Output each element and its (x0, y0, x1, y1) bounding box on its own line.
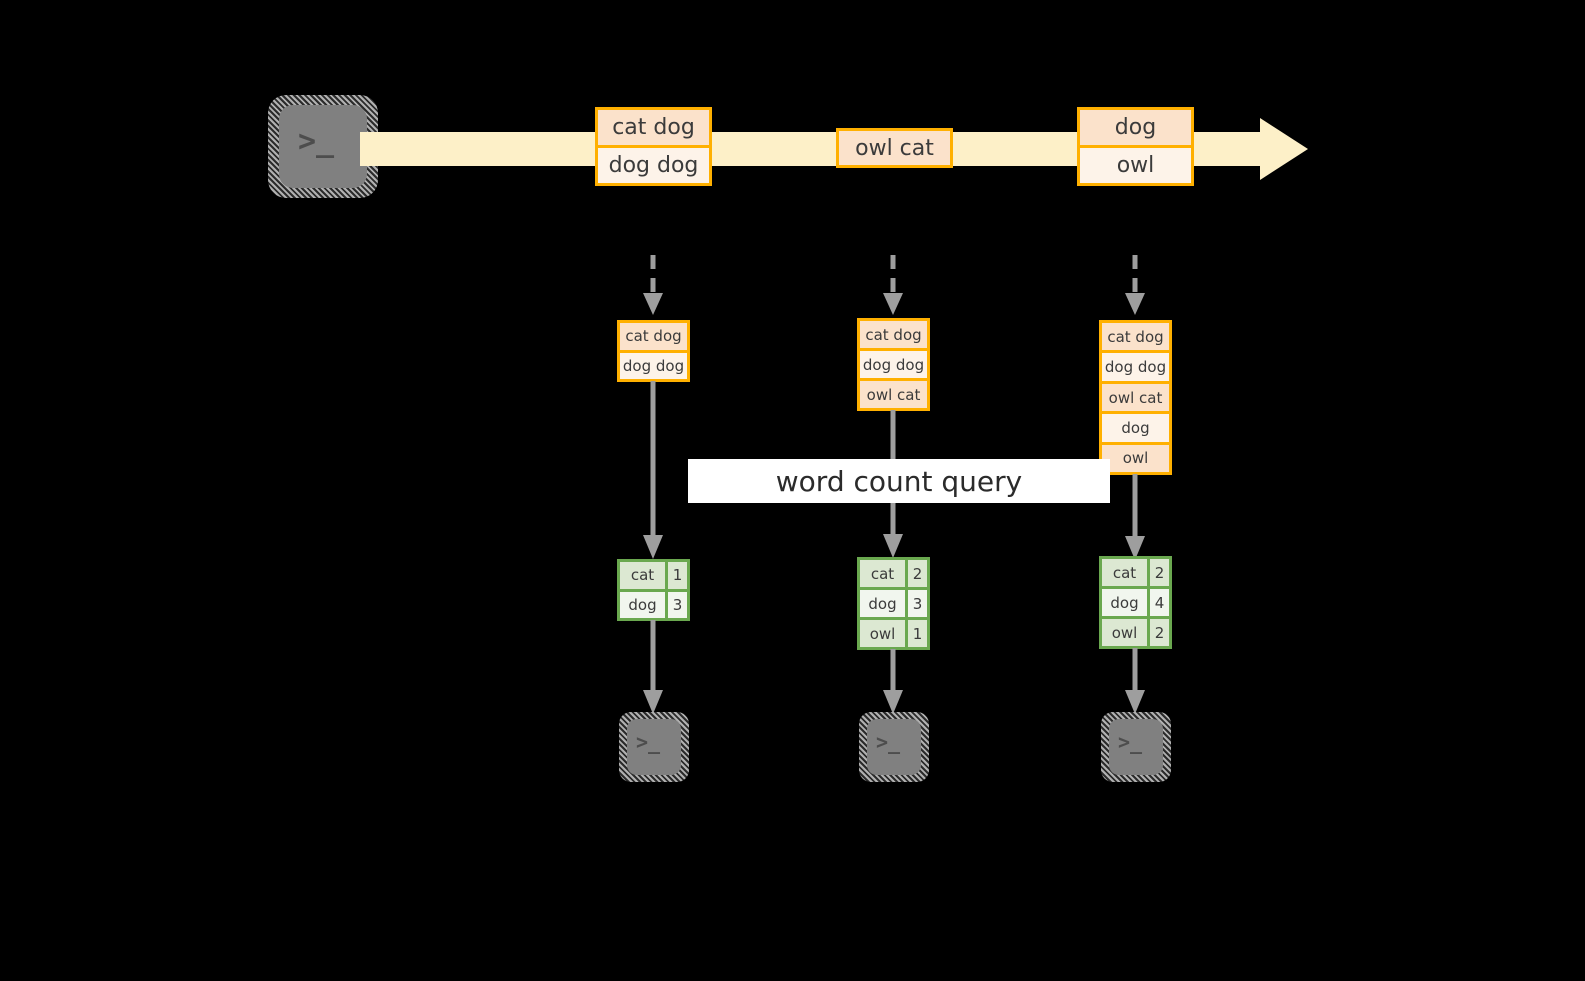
input-line: dog dog (620, 349, 687, 379)
snapshot-3-result-table[interactable]: cat 2 dog 4 owl 2 (1099, 556, 1172, 649)
snapshot-2-result-table[interactable]: cat 2 dog 3 owl 1 (857, 557, 930, 650)
result-count: 1 (905, 620, 927, 647)
snapshot-3-query-arrow (1125, 474, 1145, 560)
result-count: 1 (665, 562, 687, 589)
terminal-screen (1109, 719, 1163, 775)
input-line: dog dog (860, 348, 927, 378)
source-terminal-icon: >_ (268, 95, 378, 198)
snapshot-1-input-table[interactable]: cat dog dog dog (617, 320, 690, 382)
stream-event-line: cat dog (598, 110, 709, 145)
result-word: dog (1102, 589, 1147, 616)
stream-event-line: dog dog (598, 145, 709, 183)
result-word: cat (1102, 559, 1147, 586)
result-count: 3 (905, 590, 927, 617)
terminal-prompt-glyph: >_ (876, 730, 901, 754)
snapshot-1-sink-arrow (643, 620, 663, 714)
snapshot-1-result-table[interactable]: cat 1 dog 3 (617, 559, 690, 621)
stream-event-group-3[interactable]: dog owl (1077, 107, 1194, 186)
result-row: cat 1 (620, 562, 687, 589)
result-row: cat 2 (860, 560, 927, 587)
result-count: 2 (1147, 559, 1169, 586)
result-row: dog 4 (1102, 586, 1169, 616)
stream-event-line: owl cat (839, 131, 950, 165)
snapshot-3-input-table[interactable]: cat dog dog dog owl cat dog owl (1099, 320, 1172, 475)
input-line: cat dog (1102, 323, 1169, 351)
snapshot-2-input-table[interactable]: cat dog dog dog owl cat (857, 318, 930, 411)
result-row: dog 3 (620, 588, 687, 618)
snapshot-3-sink-arrow (1125, 648, 1145, 714)
terminal-screen (279, 105, 367, 188)
stream-event-group-2[interactable]: owl cat (836, 128, 953, 168)
result-word: owl (860, 620, 905, 647)
stream-to-snapshot-3-connector (1125, 255, 1145, 315)
result-row: cat 2 (1102, 559, 1169, 586)
terminal-screen (867, 719, 921, 775)
terminal-prompt-glyph: >_ (298, 124, 335, 159)
input-line: cat dog (620, 323, 687, 350)
stream-event-line: dog (1080, 110, 1191, 145)
terminal-prompt-glyph: >_ (1118, 730, 1143, 754)
input-line: owl cat (1102, 380, 1169, 412)
query-label: word count query (688, 459, 1110, 503)
input-line: owl cat (860, 378, 927, 408)
result-word: cat (860, 560, 905, 587)
snapshot-2-sink-arrow (883, 649, 903, 714)
input-line: owl (1102, 441, 1169, 472)
input-line: dog (1102, 411, 1169, 442)
snapshot-1-query-arrow (643, 381, 663, 559)
result-word: owl (1102, 619, 1147, 646)
snapshot-2-sink-terminal-icon: >_ (859, 712, 929, 782)
terminal-prompt-glyph: >_ (636, 730, 661, 754)
result-count: 3 (665, 591, 687, 618)
result-word: dog (860, 590, 905, 617)
result-row: dog 3 (860, 587, 927, 617)
terminal-screen (627, 719, 681, 775)
stream-to-snapshot-2-connector (883, 255, 903, 315)
result-count: 2 (905, 560, 927, 587)
result-word: cat (620, 562, 665, 589)
result-count: 2 (1147, 619, 1169, 646)
snapshot-3-sink-terminal-icon: >_ (1101, 712, 1171, 782)
stream-event-group-1[interactable]: cat dog dog dog (595, 107, 712, 186)
stream-to-snapshot-1-connector (643, 255, 663, 315)
result-row: owl 2 (1102, 616, 1169, 646)
result-row: owl 1 (860, 617, 927, 647)
result-word: dog (620, 591, 665, 618)
input-line: cat dog (860, 321, 927, 348)
snapshot-1-sink-terminal-icon: >_ (619, 712, 689, 782)
stream-event-line: owl (1080, 145, 1191, 183)
result-count: 4 (1147, 589, 1169, 616)
input-line: dog dog (1102, 350, 1169, 381)
